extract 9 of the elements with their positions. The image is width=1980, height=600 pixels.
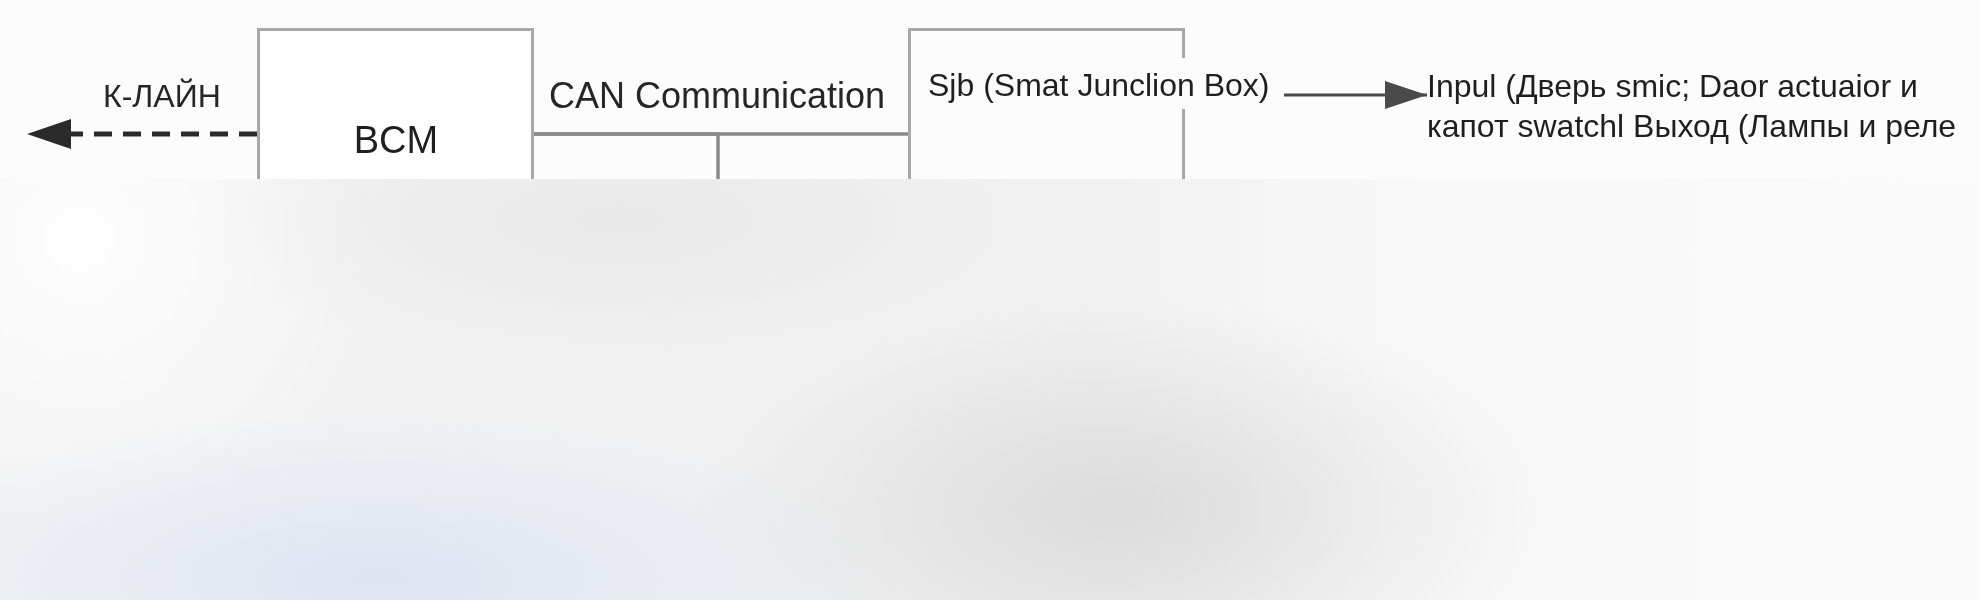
module-label: Sjb (Smat Junclion Box) (928, 66, 1270, 104)
module-label: BCM (353, 119, 439, 163)
connector-line (534, 132, 720, 179)
edge-label: К-ЛАЙН (103, 77, 221, 115)
module-box (257, 28, 534, 179)
arrow (1284, 81, 1427, 109)
edge-label: CAN Communication (549, 75, 886, 117)
description-text: Inpul (Дверь smic; Daor actuaior и капот swatchl Выход (Лампы и реле (1427, 66, 1977, 146)
dashed-arrow (27, 119, 257, 149)
